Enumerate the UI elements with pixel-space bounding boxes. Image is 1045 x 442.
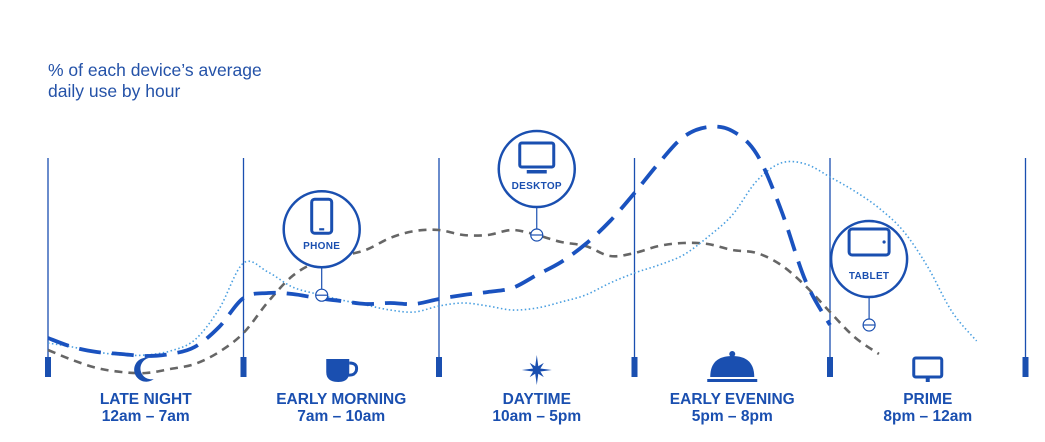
period-name-label: PRIME [903,391,952,408]
cup-icon [326,359,359,382]
callout-label-desktop: DESKTOP [512,181,562,192]
period-divider-marker [1022,357,1029,377]
callout-label-tablet: TABLET [849,271,890,282]
series-line-tablet [47,124,832,358]
period-hours-label: 8pm – 12am [883,408,972,425]
dinner-cloche-icon [707,351,758,382]
subtitle-line-1: % of each device’s average [48,60,262,80]
period-name-label: EARLY MORNING [276,391,406,408]
period-hours-label: 12am – 7am [102,408,190,425]
period-name-label: EARLY EVENING [670,391,795,408]
period-name-label: LATE NIGHT [100,391,192,408]
callout-tablet: TABLET [829,219,909,332]
moon-icon [134,357,154,382]
chart-subtitle: % of each device’s average daily use by … [48,60,262,102]
period-divider-marker [827,357,833,377]
tv-icon [912,356,944,382]
series-line-phone [47,160,978,357]
subtitle-line-2: daily use by hour [48,81,181,101]
period-divider-marker [436,357,442,377]
callout-label-phone: PHONE [303,241,340,252]
series-line-desktop [47,228,880,375]
callout-desktop: DESKTOP [497,129,576,242]
period-divider-marker [45,357,51,377]
period-divider-marker [240,357,247,377]
tablet-icon [847,227,891,257]
period-hours-label: 7am – 10am [297,408,385,425]
phone-icon [310,197,334,235]
callout-circle [497,129,576,209]
sun-icon [521,355,552,385]
period-hours-label: 10am – 5pm [492,408,581,425]
callout-circle [829,219,909,299]
desktop-icon [518,141,556,174]
period-name-label: DAYTIME [503,391,571,408]
period-divider-marker [631,357,638,377]
period-hours-label: 5pm – 8pm [692,408,773,425]
callout-phone: PHONE [282,189,361,302]
